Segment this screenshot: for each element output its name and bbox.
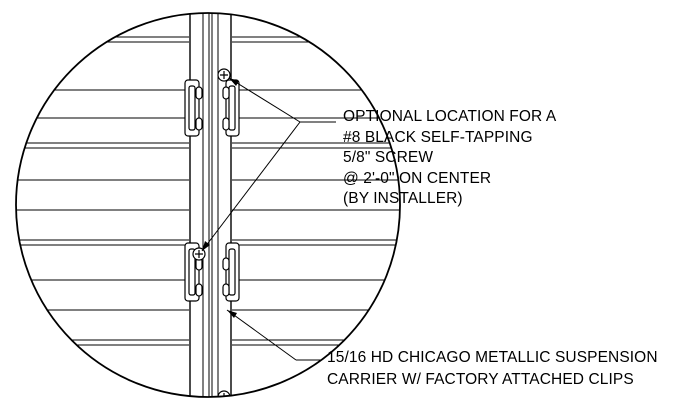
- leader-screw-note: [201, 77, 336, 252]
- clip-lower-right: [222, 242, 240, 302]
- clip-upper-right: [222, 79, 240, 137]
- suspension-carrier-rail: [189, 13, 232, 397]
- screw-note-line-1: OPTIONAL LOCATION FOR A: [343, 108, 557, 125]
- leader-arrow-middle-screw: [202, 241, 210, 251]
- screw-note-line-3: 5/8" SCREW: [343, 149, 434, 166]
- carrier-note-line-1: 15/16 HD CHICAGO METALLIC SUSPENSION: [327, 349, 658, 366]
- screw-top-right: [217, 68, 231, 82]
- carrier-note-line-2: CARRIER W/ FACTORY ATTACHED CLIPS: [327, 371, 634, 388]
- clip-upper-left: [184, 79, 203, 137]
- detail-circle-outline: [15, 12, 401, 398]
- screw-note-line-4: @ 2'-0" ON CENTER: [343, 169, 492, 187]
- leader-arrow-carrier: [227, 310, 237, 318]
- screw-note-line-2: #8 BLACK SELF-TAPPING: [343, 128, 533, 146]
- carrier-note: 15/16 HD CHICAGO METALLIC SUSPENSION CAR…: [327, 347, 658, 391]
- screw-note-line-5: (BY INSTALLER): [343, 190, 463, 207]
- leader-arrow-top-screw: [229, 78, 239, 86]
- screw-bottom-right: [217, 390, 231, 397]
- leader-carrier-note: [226, 309, 322, 361]
- screw-location-note: OPTIONAL LOCATION FOR A #8 BLACK SELF-TA…: [343, 107, 556, 210]
